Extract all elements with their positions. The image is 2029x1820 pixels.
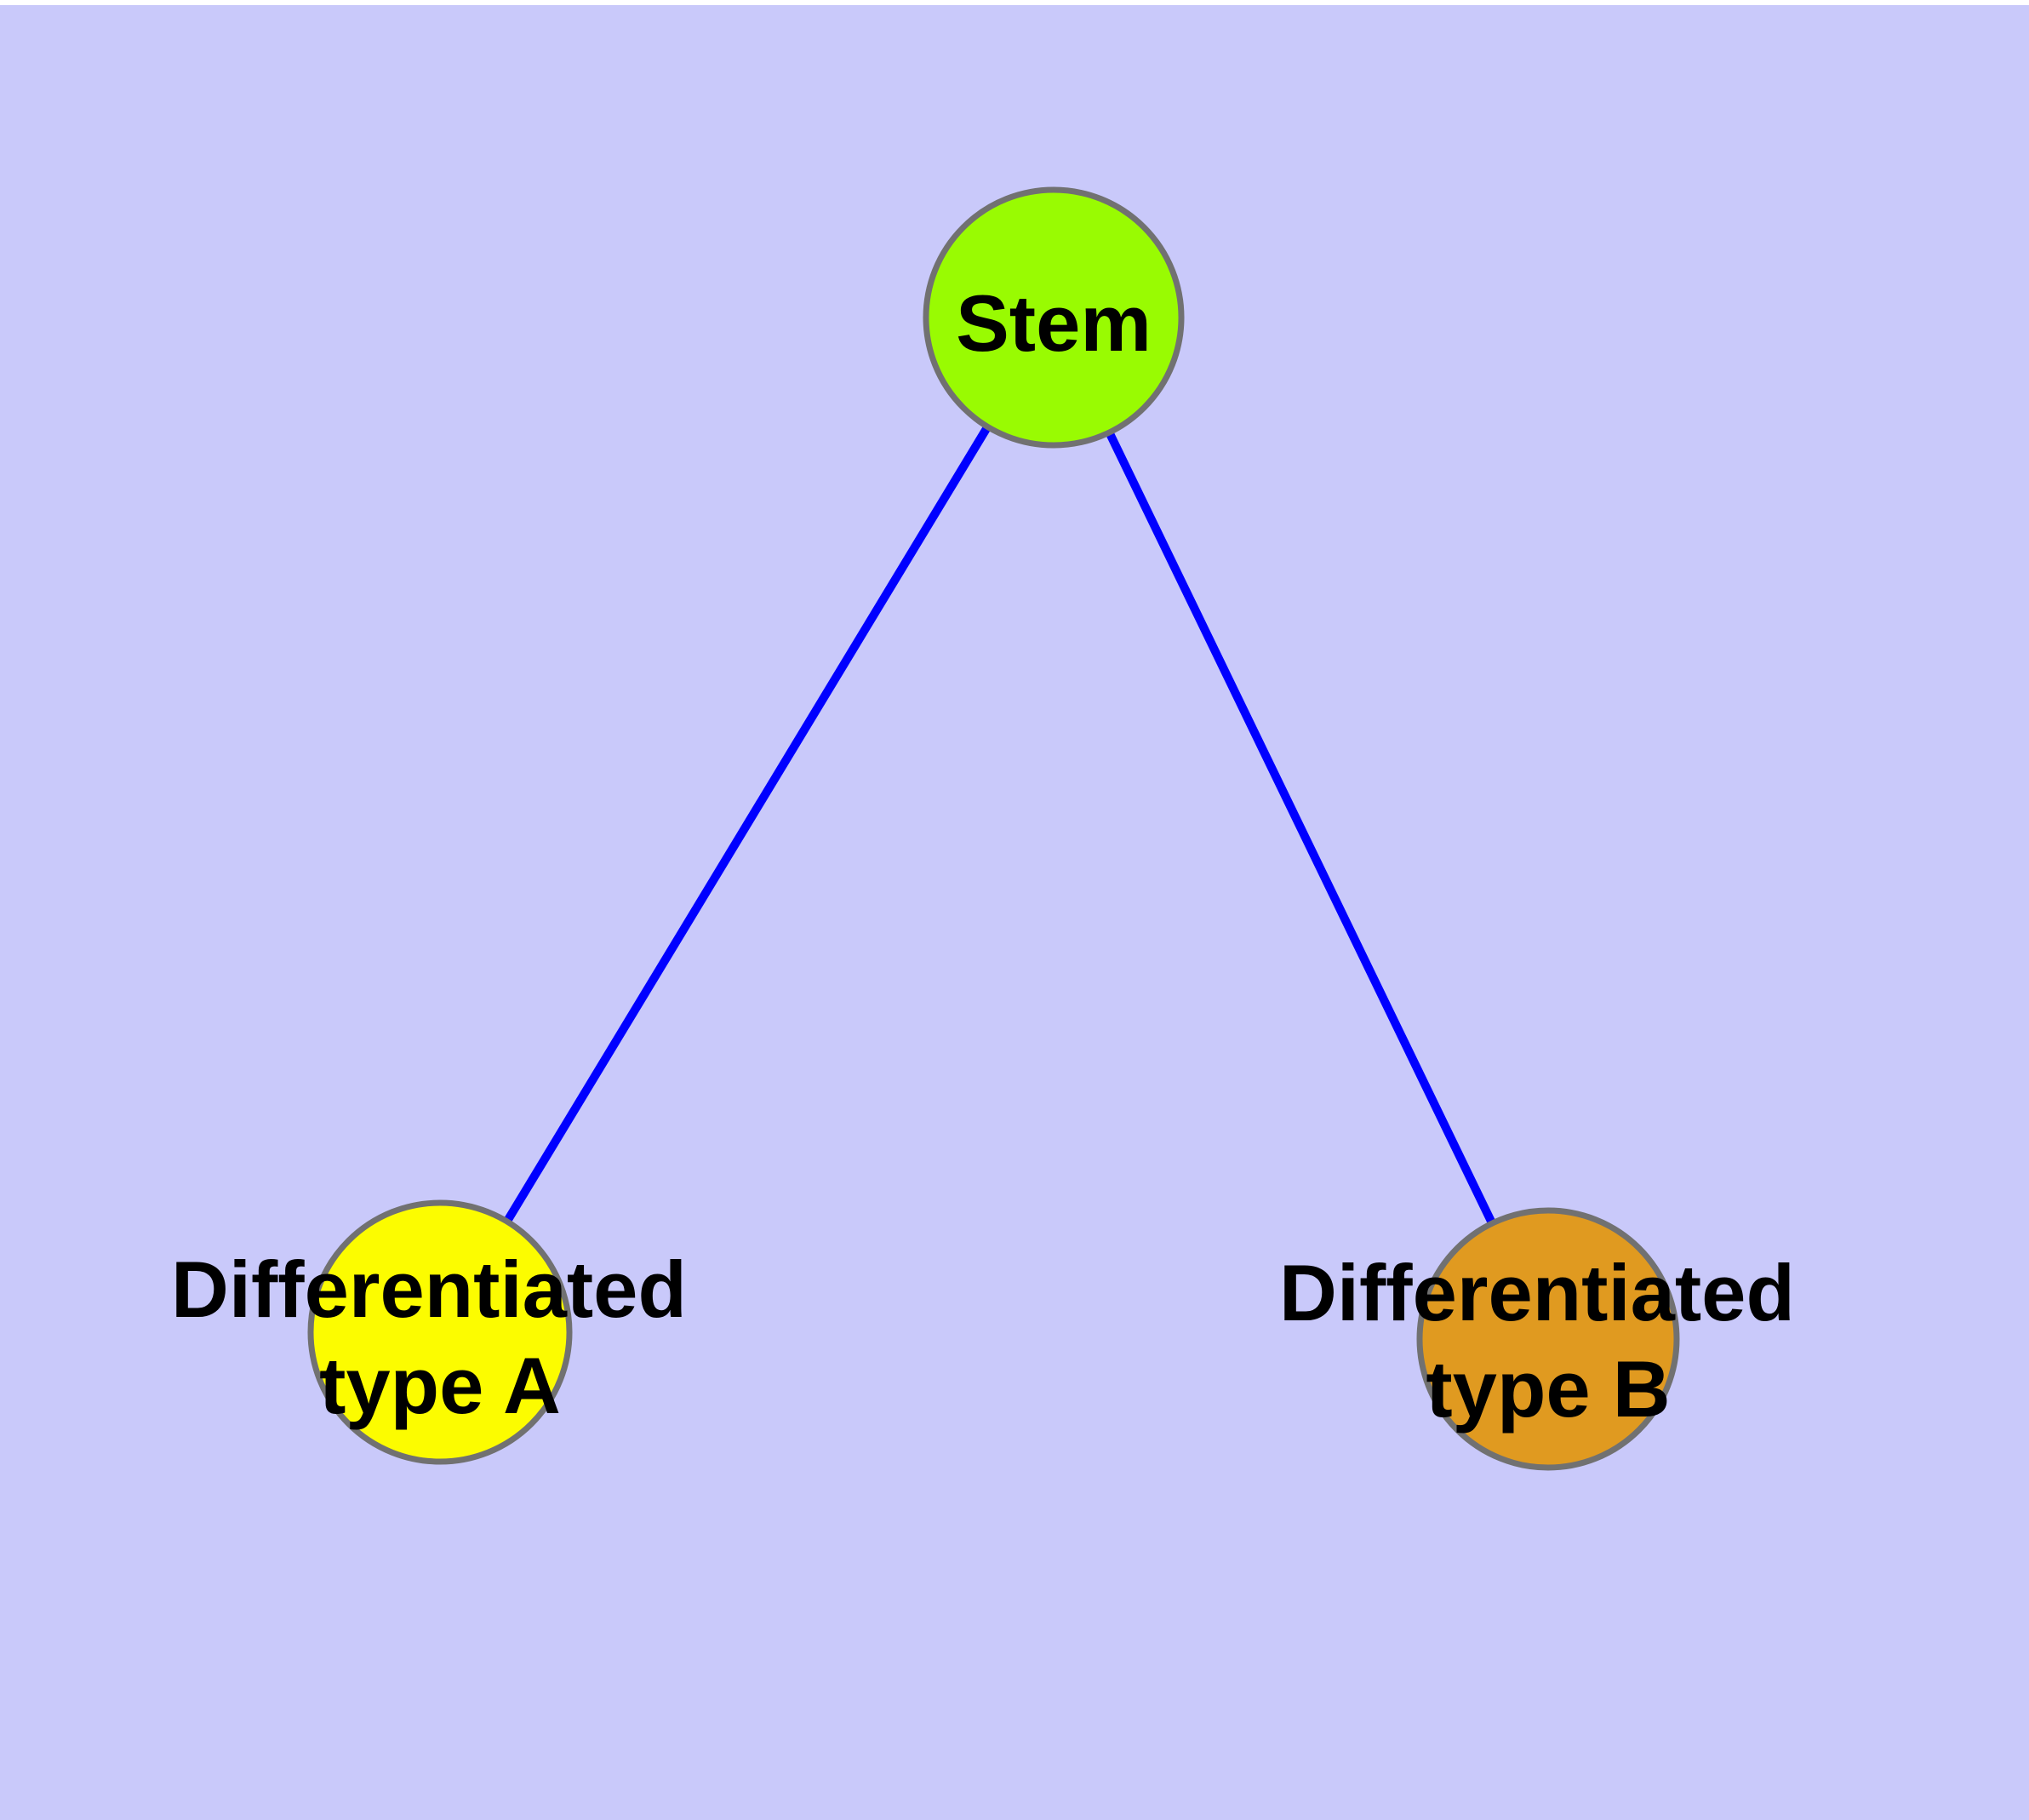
- node-stem-label: Stem: [956, 278, 1152, 368]
- type-b-label-line-2: type B: [1426, 1344, 1670, 1434]
- edge-stem-to-type-a: [436, 315, 1058, 1335]
- node-differentiated-type-b: [1416, 1207, 1680, 1471]
- node-differentiated-type-a: [307, 1199, 573, 1465]
- type-b-label-line-1: Differentiated: [1279, 1248, 1795, 1337]
- node-stem: [923, 186, 1185, 449]
- type-a-label-line-1: Differentiated: [171, 1245, 687, 1334]
- node-differentiated-type-b-label: Differentiated type B: [1279, 1248, 1817, 1434]
- node-differentiated-type-a-label: Differentiated type A: [171, 1245, 709, 1430]
- edge-stem-to-type-b: [1049, 315, 1552, 1342]
- type-a-label-line-2: type A: [319, 1341, 561, 1430]
